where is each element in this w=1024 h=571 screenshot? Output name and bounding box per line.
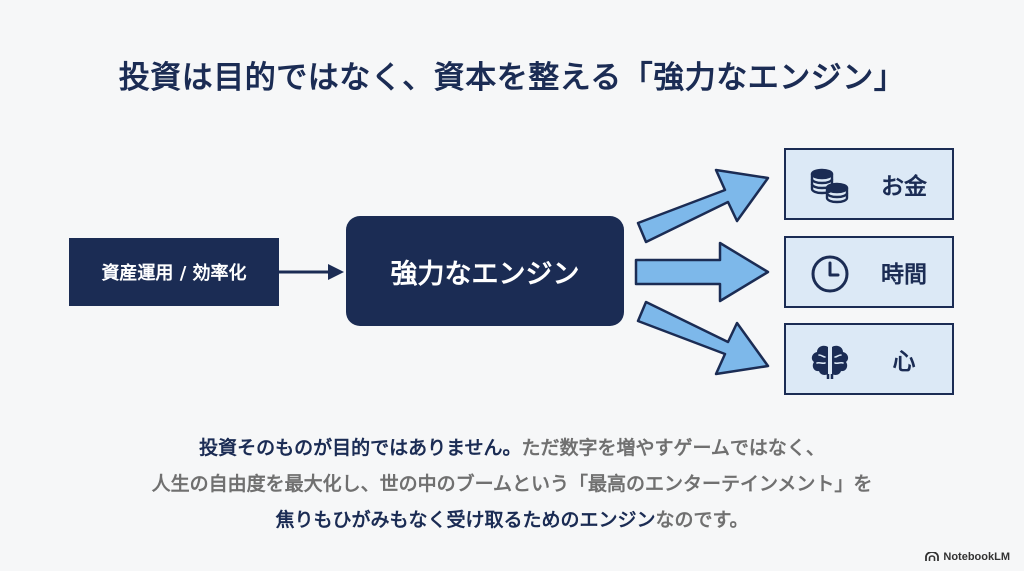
caption-line-1-rest: ただ数字を増やすゲームではなく、 — [521, 437, 825, 459]
caption-line-2: 人生の自由度を最大化し、世の中のブームという「最高のエンターテインメント」を — [151, 473, 873, 495]
output-label-money: お金 — [881, 174, 927, 200]
input-box: 資産運用 / 効率化 — [69, 238, 279, 306]
coins-icon — [810, 168, 849, 204]
clock-icon — [811, 255, 849, 293]
caption-line-3-rest: なのです。 — [655, 509, 749, 531]
output-box-money: お金 — [784, 148, 954, 220]
engine-box: 強力なエンジン — [346, 216, 624, 326]
caption-line-3-emphasis: 焦りもひがみもなく受け取るためのエンジン — [275, 509, 656, 531]
notebooklm-logo-icon — [925, 552, 940, 561]
caption: 投資そのものが目的ではありません。ただ数字を増やすゲームではなく、 人生の自由度… — [0, 430, 1024, 538]
caption-line-1: 投資そのものが目的ではありません。ただ数字を増やすゲームではなく、 — [0, 430, 1024, 466]
input-arrow — [279, 264, 344, 280]
notebooklm-watermark: NotebookLM — [925, 551, 1010, 563]
slide-title: 投資は目的ではなく、資本を整える「強力なエンジン」 — [118, 60, 906, 96]
output-label-mind: 心 — [892, 349, 916, 375]
arrow-to-time — [634, 241, 770, 303]
output-label-time: 時間 — [881, 262, 927, 288]
caption-line-1-emphasis: 投資そのものが目的ではありません。 — [199, 437, 522, 459]
brand-name: NotebookLM — [943, 551, 1010, 563]
arrow-to-money — [636, 168, 770, 244]
arrow-to-mind — [636, 300, 770, 376]
brain-icon — [811, 345, 849, 379]
caption-line-3: 焦りもひがみもなく受け取るためのエンジンなのです。 — [0, 502, 1024, 538]
output-box-mind: 心 — [784, 323, 954, 395]
output-box-time: 時間 — [784, 236, 954, 308]
